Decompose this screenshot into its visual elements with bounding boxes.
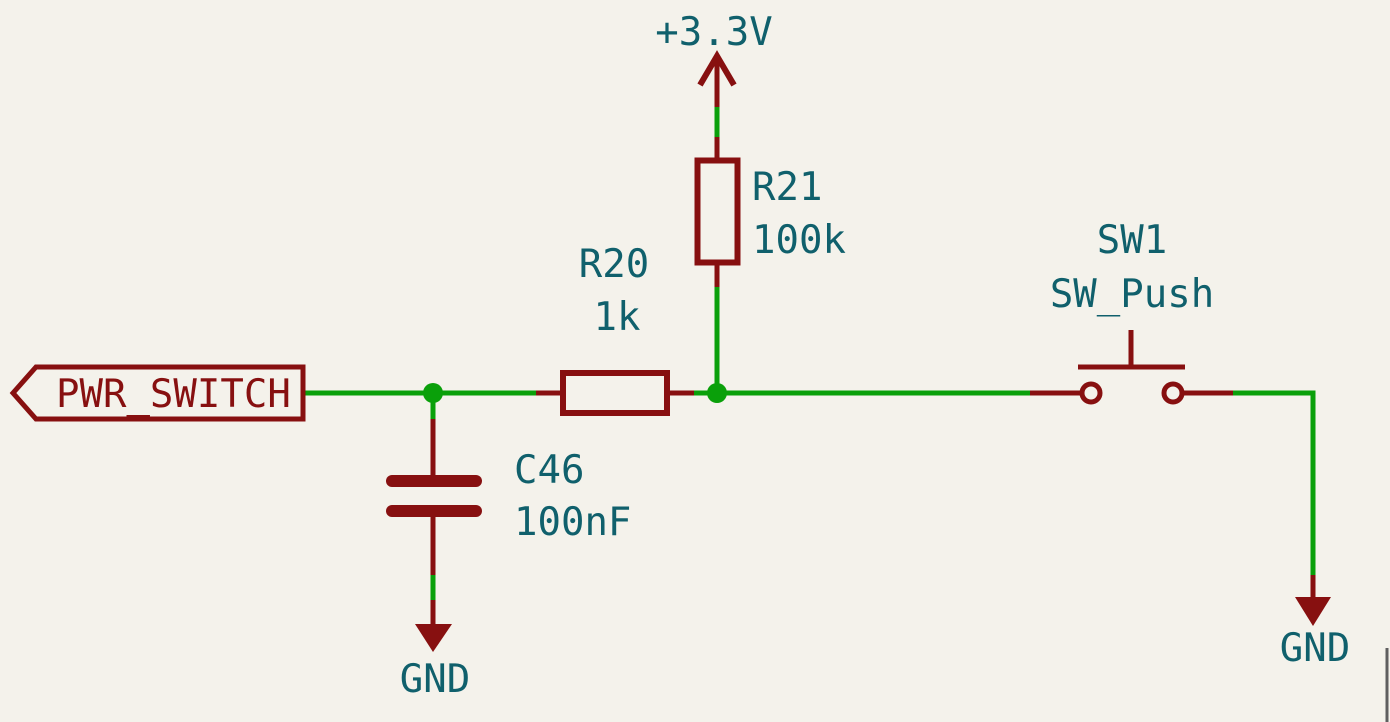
resistor-r20-value[interactable]: 1k: [594, 295, 641, 340]
capacitor-c46-reference[interactable]: C46: [514, 448, 584, 493]
gnd-label-left[interactable]: GND: [400, 657, 470, 702]
capacitor-c46-value[interactable]: 100nF: [514, 500, 631, 545]
symbols-layer: [9, 50, 1331, 652]
wires-layer: [303, 107, 1316, 600]
gnd-symbol-right-triangle-icon[interactable]: [1295, 597, 1331, 626]
switch-sw1-value[interactable]: SW_Push: [1050, 272, 1214, 317]
resistor-r21-reference[interactable]: R21: [752, 165, 822, 210]
junction-dot-c46-tap[interactable]: [423, 383, 443, 403]
fields-layer: +3.3V R21 100k R20 1k C46 100nF SW1 SW_P…: [400, 10, 1350, 702]
resistor-r21-value[interactable]: 100k: [752, 218, 846, 263]
junction-dot-r21-tap[interactable]: [707, 383, 727, 403]
junctions-layer: [423, 383, 727, 403]
switch-sw1-contact-left[interactable]: [1079, 381, 1103, 405]
wire-sw1-to-gnd[interactable]: [1233, 390, 1316, 575]
gnd-symbol-left-triangle-icon[interactable]: [415, 624, 452, 652]
resistor-r21-body[interactable]: [694, 157, 741, 266]
switch-sw1-reference[interactable]: SW1: [1097, 218, 1167, 263]
resistor-r20-reference[interactable]: R20: [579, 242, 649, 287]
hierarchical-label-outline[interactable]: [9, 364, 306, 422]
power-label-vcc[interactable]: +3.3V: [655, 10, 772, 55]
hierarchical-label-text[interactable]: PWR_SWITCH: [56, 372, 291, 417]
gnd-label-right[interactable]: GND: [1280, 626, 1350, 671]
